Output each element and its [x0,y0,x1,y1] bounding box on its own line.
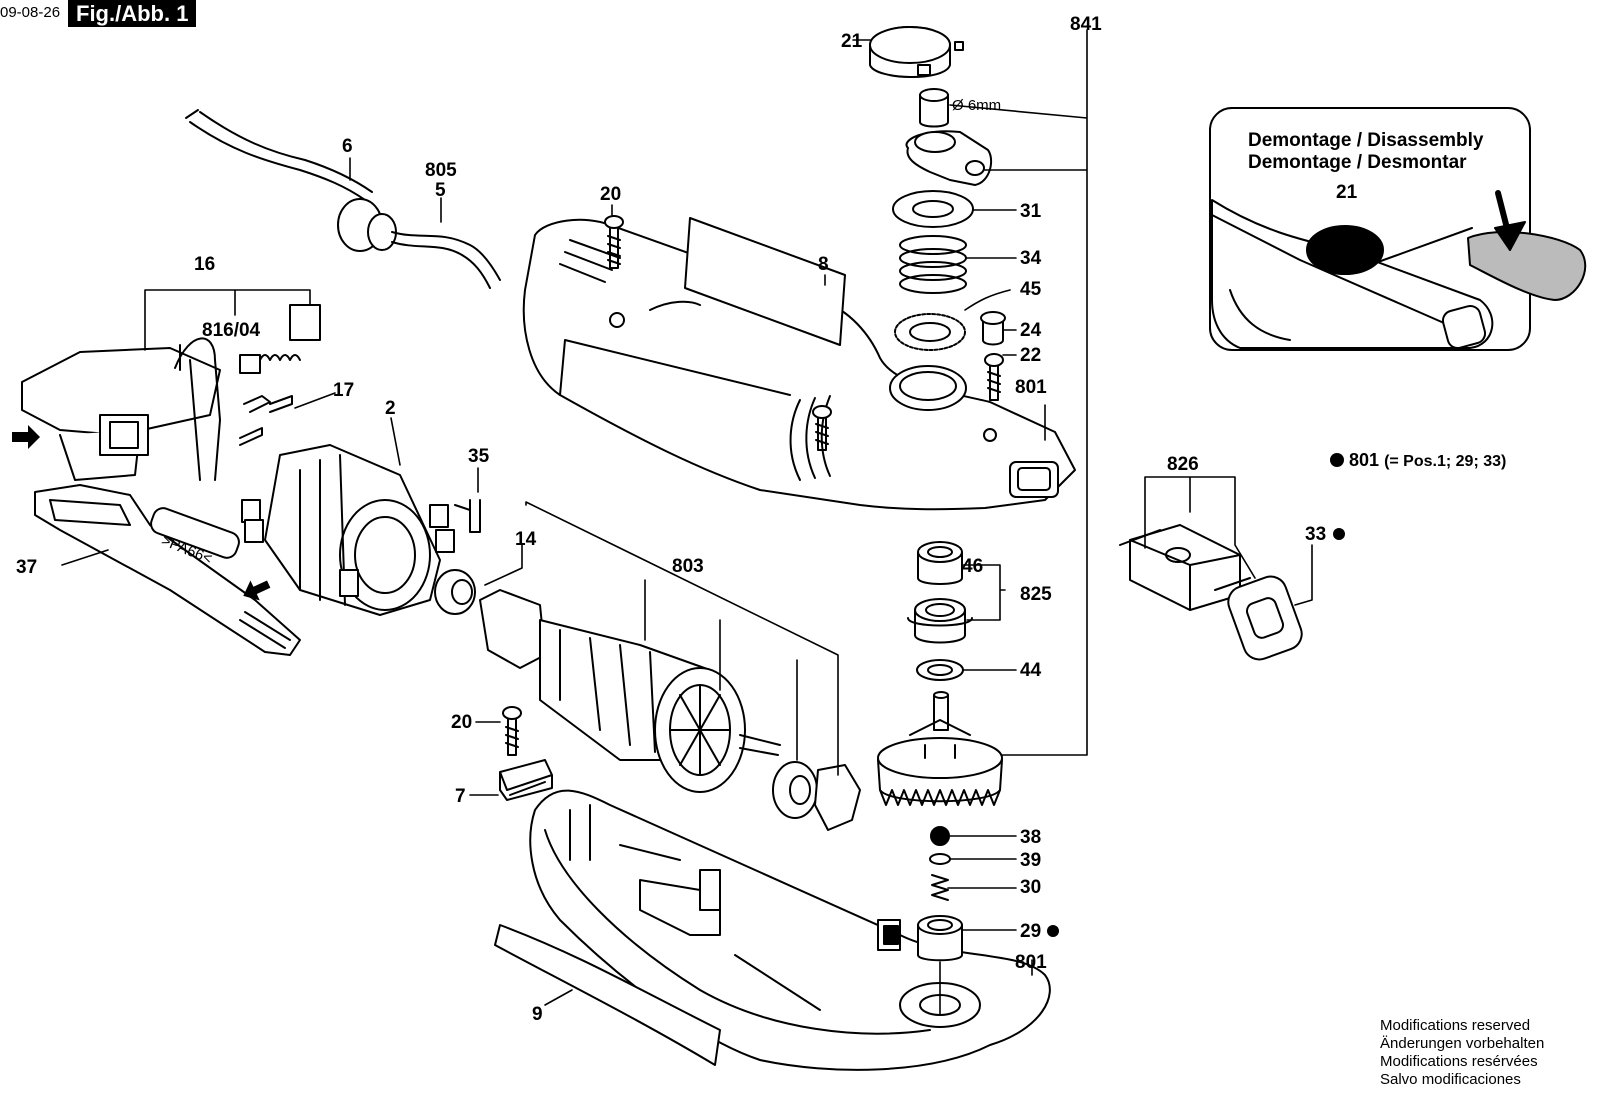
label-38: 38 [1020,827,1041,848]
label-16: 16 [194,254,215,275]
cap-21 [869,26,964,78]
dimension-6mm: Ø 6mm [952,97,1001,114]
washer-31 [892,190,974,228]
housing-upper [522,218,1076,511]
label-14: 14 [515,529,537,550]
spring-34 [899,235,967,294]
o-ring-39 [929,853,951,865]
legend: 801 (= Pos.1; 29; 33) [1330,450,1506,471]
needle-bearing-29 [877,915,963,962]
washer-44 [916,659,964,681]
label-2: 2 [385,398,396,419]
switch-slider [34,484,301,656]
spring-30 [931,874,949,901]
inset-title: Demontage / Disassembly Demontage / Desm… [1248,130,1483,174]
label-20-upper: 20 [600,184,621,205]
screw-housing [812,405,832,451]
footnote-line: Modifications resérvées [1380,1053,1538,1070]
label-46: 46 [962,556,983,577]
label-37: 37 [16,557,37,578]
bearing-flange [905,130,993,186]
inset-part-21: 21 [1336,182,1358,203]
label-24: 24 [1020,320,1042,341]
legend-part: 801 [1349,450,1380,470]
ball-38 [930,826,950,846]
marker-29 [1047,925,1059,937]
label-9: 9 [532,1004,543,1025]
label-801-lower: 801 [1015,952,1047,973]
legend-dot-icon [1330,453,1344,467]
label-841: 841 [1070,14,1102,35]
inset-title-line-2: Demontage / Desmontar [1248,152,1467,173]
label-17: 17 [333,380,354,401]
label-33: 33 [1305,524,1326,545]
arrow-right-icon [12,425,40,449]
label-45: 45 [1020,279,1042,300]
label-35: 35 [468,446,490,467]
arrow-left-icon [243,580,271,601]
screw-lower [502,706,522,756]
label-801-upper: 801 [1015,377,1047,398]
drawing-date: 09-08-26 [0,4,61,21]
label-44: 44 [1020,660,1042,681]
footnote-line: Salvo modificaciones [1380,1071,1521,1088]
label-22: 22 [1020,345,1041,366]
grip-strip [494,924,721,1066]
sleeve-6mm [919,88,949,128]
lock-washer-45 [894,313,966,351]
label-805: 805 [425,160,457,181]
part-labels: 6 805 5 20 8 16 816/04 17 2 35 14 803 37… [16,14,1326,1025]
label-plate [684,217,846,346]
screw-22 [984,353,1004,401]
needle-bearing-46 [917,541,963,585]
label-21: 21 [841,31,863,52]
label-803: 803 [672,556,704,577]
cord-clamp-826 [1119,524,1251,611]
brush-holder-assembly [21,304,321,481]
footnote-line: Änderungen vorbehalten [1380,1035,1545,1052]
screw-upper [604,215,624,269]
cord-sleeve-33 [1227,575,1303,661]
bevel-gear [877,691,1003,806]
label-7: 7 [455,786,466,807]
leader-lines [61,29,1313,1016]
label-5: 5 [435,180,446,201]
footnote-line: Modifications reserved [1380,1017,1531,1034]
label-825: 825 [1020,584,1052,605]
label-8: 8 [818,254,829,275]
bearing-sleeve [907,598,973,644]
armature [479,589,861,831]
footnote: Modifications reserved Änderungen vorbeh… [1380,1017,1544,1089]
label-20-lower: 20 [451,712,472,733]
plug-24 [982,317,1004,346]
label-29: 29 [1020,921,1041,942]
figure-label: Fig./Abb. 1 [68,0,197,27]
bearing-14 [434,569,476,615]
label-816-04: 816/04 [202,320,261,341]
label-30: 30 [1020,877,1041,898]
label-6: 6 [342,136,353,157]
inset-title-line-1: Demontage / Disassembly [1248,130,1484,151]
disassembly-inset [1209,107,1587,351]
label-39: 39 [1020,850,1041,871]
legend-text: (= Pos.1; 29; 33) [1384,453,1507,470]
clamp-7 [499,759,553,801]
marker-33 [1333,528,1345,540]
field-stator [241,444,481,616]
arrow-icons [12,425,271,601]
power-cord [185,109,501,289]
label-826: 826 [1167,454,1199,475]
label-34: 34 [1020,248,1042,269]
label-31: 31 [1020,201,1042,222]
